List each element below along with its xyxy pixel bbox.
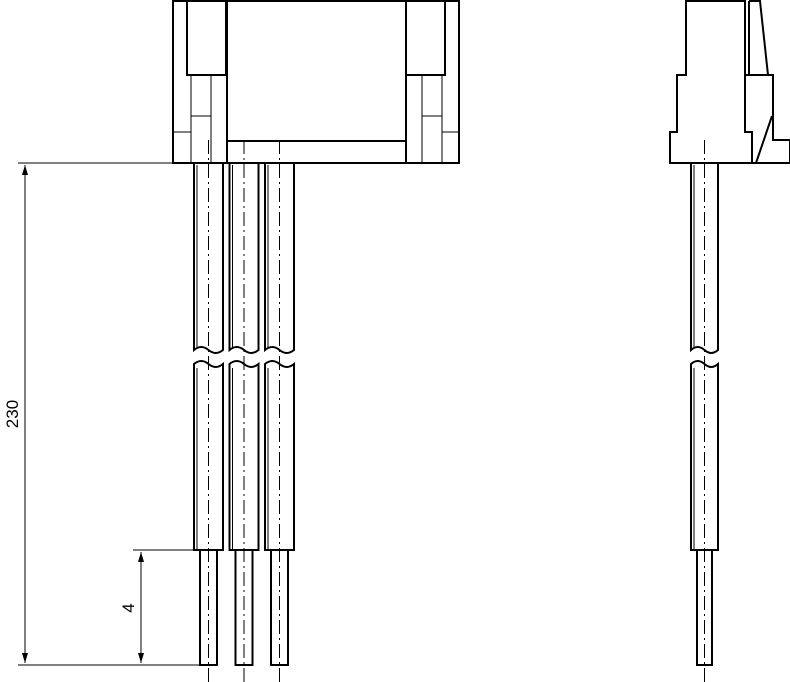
side-wire: [690, 140, 719, 682]
dimension-label-4: 4: [119, 603, 138, 612]
front-view-wires: [193, 140, 295, 682]
dimension-label-230: 230: [3, 400, 22, 428]
side-view-housing: [669, 0, 790, 164]
wire-3: [264, 140, 295, 682]
side-view-wire: [690, 140, 719, 682]
wire-2: [228, 140, 260, 682]
front-view-housing: [172, 0, 460, 164]
wire-1: [193, 140, 224, 682]
dimension-230: 230: [3, 162, 200, 666]
dimension-4: 4: [119, 549, 195, 663]
